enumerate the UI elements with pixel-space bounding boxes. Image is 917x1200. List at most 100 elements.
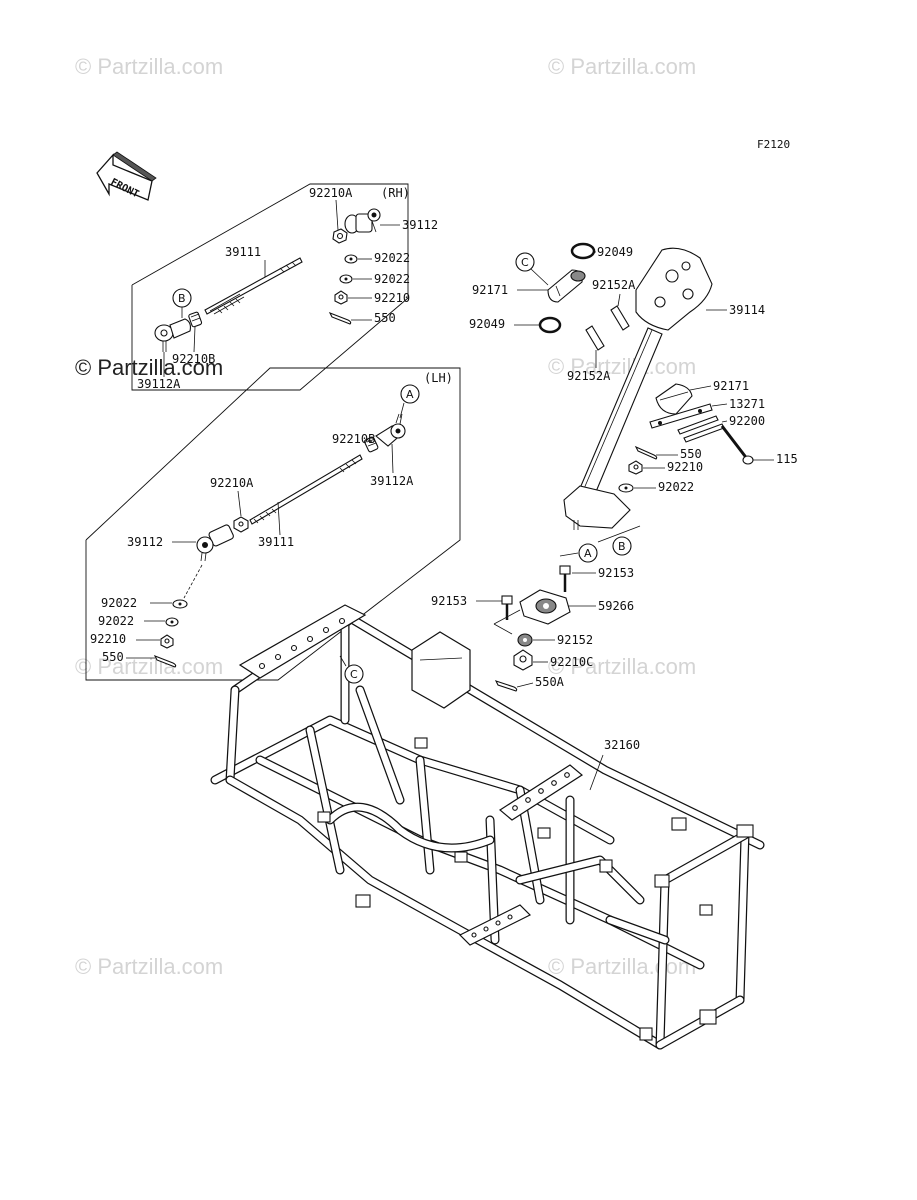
rh-tie-rod-end-39112	[344, 208, 381, 234]
rh-tie-rod-group: (RH)	[131, 183, 438, 391]
label-92049-bottom: 92049	[469, 317, 505, 331]
bolt-92153-a	[559, 565, 571, 592]
label-92022-steering: 92022	[658, 480, 694, 494]
lh-label-39112A: 39112A	[370, 474, 414, 488]
label-92200: 92200	[729, 414, 765, 428]
collar-92152A-a	[610, 305, 630, 331]
bushing-92171-top	[547, 269, 586, 303]
label-92152A-top: 92152A	[592, 278, 636, 292]
steering-ref-a-marker	[578, 543, 598, 563]
label-92210-steering: 92210	[667, 460, 703, 474]
watermark-top-left: © Partzilla.com	[75, 54, 223, 79]
bolt-92153-b	[501, 595, 513, 620]
label-39114: 39114	[729, 303, 765, 317]
label-92210C: 92210C	[550, 655, 593, 669]
frame-tab	[699, 904, 713, 916]
lh-label-92210A: 92210A	[210, 476, 254, 490]
bolt-115	[720, 425, 754, 465]
front-arrow-icon: FRONT	[96, 151, 157, 201]
label-115: 115	[776, 452, 798, 466]
rh-label-92022-b: 92022	[374, 272, 410, 286]
steering-ref-a-text: A	[584, 547, 592, 560]
holder-13271	[649, 403, 713, 429]
lh-label-39111: 39111	[258, 535, 294, 549]
frame-lower-plate	[458, 904, 532, 946]
frame-mid-plate	[498, 764, 584, 821]
frame-tab	[454, 851, 468, 863]
lh-nut-92210	[160, 634, 174, 649]
collar-92152A-b	[585, 325, 605, 351]
frame-tab	[654, 874, 670, 888]
frame-tab	[537, 827, 551, 839]
rh-nut-92210A	[332, 228, 348, 244]
frame-front-plate	[238, 604, 367, 679]
steering-ref-c-text: C	[521, 256, 529, 269]
watermark-mid-right: © Partzilla.com	[548, 354, 696, 379]
lh-tie-rod-end-39112	[196, 524, 234, 562]
steering-ref-b-text: B	[618, 540, 626, 553]
frame-tab	[699, 1009, 717, 1025]
lh-tie-rod-group: (LH) A	[85, 367, 461, 681]
rh-ref-b-text: B	[178, 292, 186, 305]
lh-nut-92210A	[233, 516, 249, 533]
watermark-dark-overlay: © Partzilla.com	[75, 355, 223, 380]
watermark-top-right: © Partzilla.com	[548, 54, 696, 79]
frame-ref-c-text: C	[350, 668, 358, 681]
rh-label-92022-a: 92022	[374, 251, 410, 265]
steering-shaft-39114	[563, 247, 713, 530]
steering-ref-c-marker	[515, 252, 535, 272]
label-13271: 13271	[729, 397, 765, 411]
rh-group-title: (RH)	[381, 186, 410, 200]
rh-label-39112A: 39112A	[137, 377, 181, 391]
rh-label-39112: 39112	[402, 218, 438, 232]
watermark-bottom-left: © Partzilla.com	[75, 954, 223, 979]
lh-tie-rod-39111	[249, 454, 363, 525]
label-59266: 59266	[598, 599, 634, 613]
lh-ref-a-marker	[400, 384, 420, 404]
frame-tab	[317, 811, 331, 823]
watermark-mid-right-2: © Partzilla.com	[548, 654, 696, 679]
label-550-steering: 550	[680, 447, 702, 461]
lh-label-39112: 39112	[127, 535, 163, 549]
watermark-bottom-right: © Partzilla.com	[548, 954, 696, 979]
seal-92049-top	[570, 242, 596, 260]
lh-label-92210B: 92210B	[332, 432, 375, 446]
label-32160: 32160	[604, 738, 640, 752]
label-92153-b: 92153	[431, 594, 467, 608]
lh-tie-rod-end-39112A	[375, 413, 406, 447]
label-92152: 92152	[557, 633, 593, 647]
lh-ref-a-text: A	[406, 388, 414, 401]
rh-label-550: 550	[374, 311, 396, 325]
steering-shaft-group: C	[431, 242, 798, 692]
label-550A: 550A	[535, 675, 565, 689]
lh-label-92022-b: 92022	[98, 614, 134, 628]
frame-tab	[414, 737, 428, 749]
steering-nut-92210	[628, 460, 643, 475]
rh-tie-rod-end-39112A	[154, 318, 191, 352]
frame-ref-c-marker	[344, 664, 364, 684]
label-92171-top: 92171	[472, 283, 508, 297]
steering-cotter-pin-550	[634, 445, 658, 460]
rh-label-39111: 39111	[225, 245, 261, 259]
steering-ref-b-marker	[612, 536, 632, 556]
holder-59266	[519, 589, 571, 625]
frame-steering-bracket	[411, 631, 471, 709]
seal-92049-bottom	[538, 316, 562, 334]
rh-label-92210B: 92210B	[172, 352, 215, 366]
nut-92210C	[513, 649, 533, 671]
cotter-pin-550A	[494, 680, 518, 692]
rh-label-92210A: 92210A	[309, 186, 353, 200]
rh-label-92210: 92210	[374, 291, 410, 305]
frame-tab	[355, 894, 371, 908]
bushing-92171-lower	[655, 383, 693, 415]
frame-tab	[736, 824, 754, 838]
main-frame-32160: C 32160	[210, 604, 765, 1050]
label-92171-lower: 92171	[713, 379, 749, 393]
lh-nut-92210B	[364, 436, 379, 453]
rh-nut-92210B	[188, 311, 203, 328]
lh-group-title: (LH)	[424, 371, 453, 385]
lh-label-92022-a: 92022	[101, 596, 137, 610]
rh-nut-92210	[334, 290, 348, 305]
plate-92200	[677, 415, 725, 443]
